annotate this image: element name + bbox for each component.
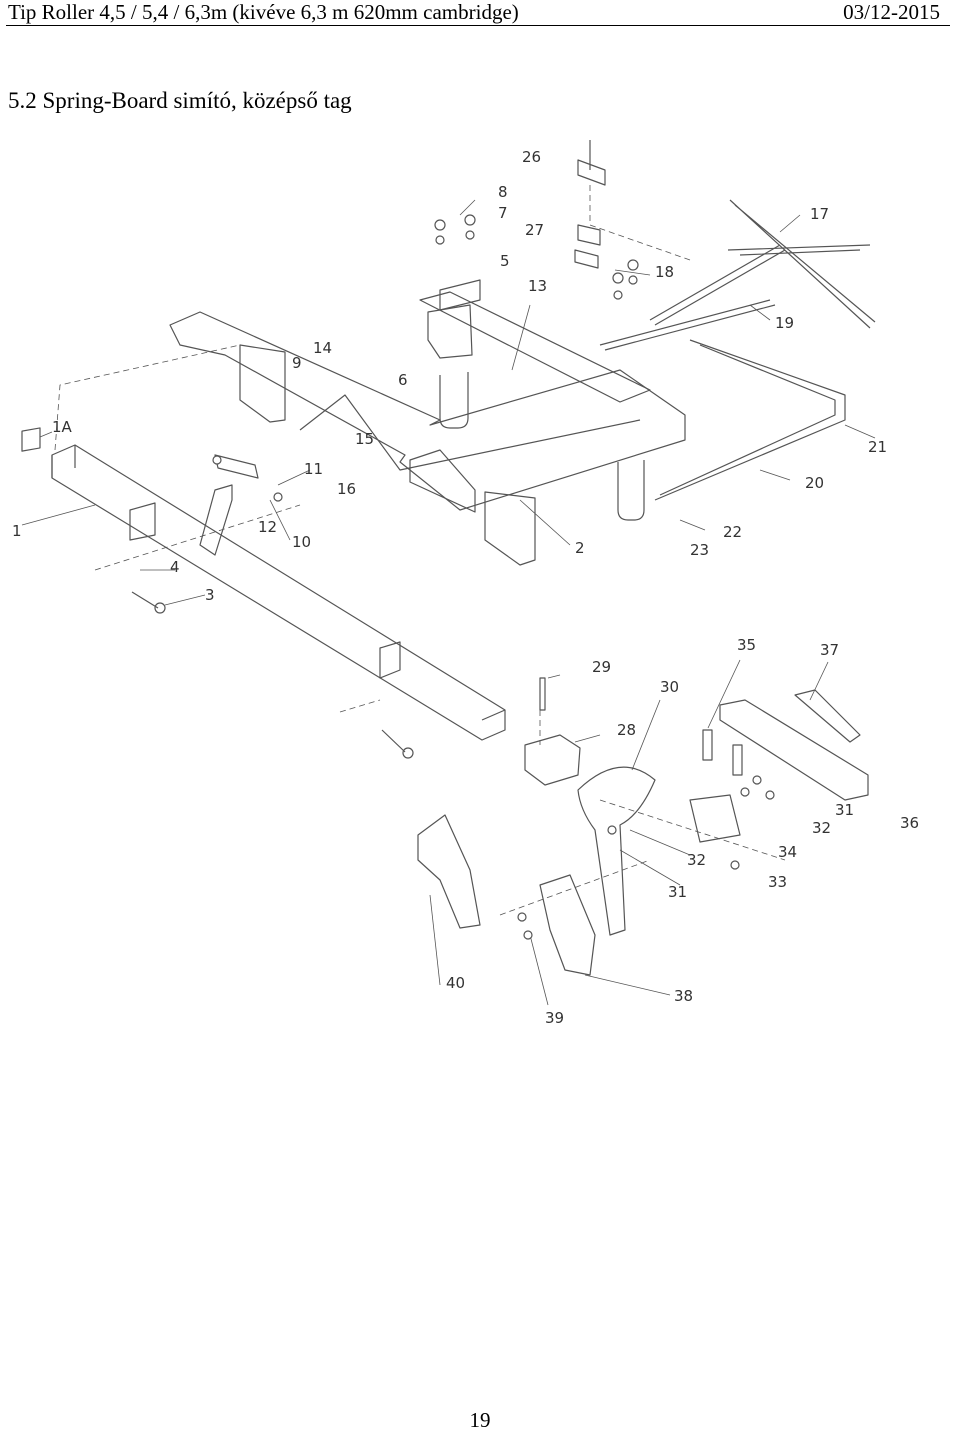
spring-board-plate <box>719 699 869 801</box>
callout-15: 15 <box>355 430 374 448</box>
page-header: Tip Roller 4,5 / 5,4 / 6,3m (kivéve 6,3 … <box>0 0 960 26</box>
callout-35: 35 <box>737 636 756 654</box>
callout-11: 11 <box>304 460 323 478</box>
callout-30: 30 <box>660 678 679 696</box>
callout-19: 19 <box>775 314 794 332</box>
callout-34: 34 <box>778 843 797 861</box>
callout-10: 10 <box>292 533 311 551</box>
callout-37: 37 <box>820 641 839 659</box>
callout-1: 1 <box>12 522 22 540</box>
callout-40: 40 <box>446 974 465 992</box>
callout-18: 18 <box>655 263 674 281</box>
callout-32-upper: 32 <box>812 819 831 837</box>
document-title: Tip Roller 4,5 / 5,4 / 6,3m (kivéve 6,3 … <box>8 0 519 24</box>
callout-36: 36 <box>900 814 919 832</box>
callout-4: 4 <box>170 558 180 576</box>
mounting-bracket <box>239 344 286 423</box>
callout-3: 3 <box>205 586 215 604</box>
callout-31-lower: 31 <box>668 883 687 901</box>
callout-21: 21 <box>868 438 887 456</box>
callout-8: 8 <box>498 183 508 201</box>
callout-22: 22 <box>723 523 742 541</box>
callout-33: 33 <box>768 873 787 891</box>
callout-38: 38 <box>674 987 693 1005</box>
callout-31-upper: 31 <box>835 801 854 819</box>
callout-28: 28 <box>617 721 636 739</box>
section-heading: 5.2 Spring-Board simító, középső tag <box>8 88 352 113</box>
callout-12: 12 <box>258 518 277 536</box>
callout-14: 14 <box>313 339 332 357</box>
page-number: 19 <box>469 1408 491 1432</box>
upper-frame-beam <box>169 311 686 511</box>
callout-9: 9 <box>292 354 302 372</box>
callout-13: 13 <box>528 277 547 295</box>
callout-1A: 1A <box>52 418 73 436</box>
callout-16: 16 <box>337 480 356 498</box>
callout-7: 7 <box>498 204 508 222</box>
document-date: 03/12-2015 <box>843 0 940 24</box>
header-divider <box>6 25 950 26</box>
callout-26: 26 <box>522 148 541 166</box>
callout-5: 5 <box>500 252 510 270</box>
callout-2: 2 <box>575 539 585 557</box>
end-cap <box>21 427 41 452</box>
callout-39: 39 <box>545 1009 564 1027</box>
callout-29: 29 <box>592 658 611 676</box>
exploded-parts-diagram: 26 8 7 17 27 5 13 18 19 14 9 6 1A 15 21 … <box>0 130 960 1050</box>
callout-17: 17 <box>810 205 829 223</box>
main-frame-beam <box>51 444 506 741</box>
callout-27: 27 <box>525 221 544 239</box>
callout-6: 6 <box>398 371 408 389</box>
callout-32-lower: 32 <box>687 851 706 869</box>
callout-20: 20 <box>805 474 824 492</box>
callout-23: 23 <box>690 541 709 559</box>
spring-tine <box>577 766 656 936</box>
tine-bracket <box>524 734 581 786</box>
